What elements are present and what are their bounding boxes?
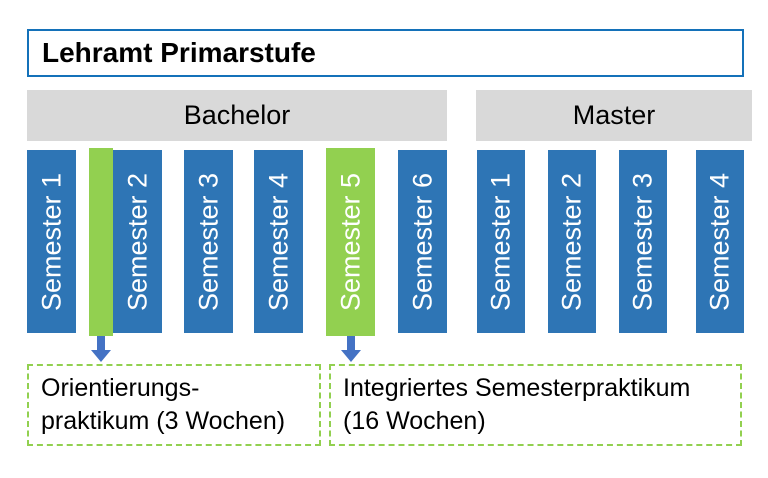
orientierungspraktikum-down-arrow-icon (91, 336, 111, 362)
master-semester-1-bar: Semester 1 (477, 150, 525, 333)
bachelor-semester-6-bar: Semester 6 (398, 150, 447, 333)
master-semester-4-bar: Semester 4 (696, 150, 744, 333)
master-semester-3-label: Semester 3 (627, 172, 658, 311)
master-semester-2-label: Semester 2 (556, 172, 587, 311)
master-semester-3-bar: Semester 3 (619, 150, 667, 333)
bachelor-semester-6-label: Semester 6 (407, 172, 437, 311)
arrow-head (91, 350, 111, 362)
arrow-head (341, 350, 361, 362)
arrow-shaft (97, 336, 105, 350)
arrow-shaft (347, 336, 355, 350)
orientierungspraktikum-highlight-strip (89, 148, 113, 336)
bachelor-semester-2-label: Semester 2 (122, 172, 152, 311)
semesterpraktikum-down-arrow-icon (341, 336, 361, 362)
semesterpraktikum-label-line-1: Integriertes Semesterpraktikum (343, 374, 691, 402)
bachelor-semester-5-label: Semester 5 (335, 172, 365, 312)
orientierungspraktikum-label-line-2: praktikum (3 Wochen) (41, 407, 286, 435)
master-semester-4-label: Semester 4 (704, 172, 735, 311)
orientierungspraktikum-box: Orientierungs- praktikum (3 Wochen) (27, 364, 321, 446)
bachelor-semester-5-bar-highlighted: Semester 5 (326, 148, 375, 336)
master-section-label: Master (572, 100, 656, 130)
semesterpraktikum-box: Integriertes Semesterpraktikum (16 Woche… (329, 364, 742, 446)
page-title: Lehramt Primarstufe (42, 37, 316, 68)
master-section-header: Master (476, 90, 752, 141)
bachelor-semester-3-label: Semester 3 (193, 172, 223, 311)
master-semester-2-bar: Semester 2 (548, 150, 596, 333)
bachelor-semester-2-bar: Semester 2 (113, 150, 162, 333)
orientierungspraktikum-label-line-1: Orientierungs- (41, 374, 200, 402)
bachelor-semester-4-label: Semester 4 (263, 172, 293, 311)
master-semester-1-label: Semester 1 (485, 172, 516, 311)
bachelor-semester-3-bar: Semester 3 (184, 150, 233, 333)
bachelor-section-label: Bachelor (183, 100, 291, 130)
bachelor-section-header: Bachelor (27, 90, 447, 141)
semesterpraktikum-label-line-2: (16 Wochen) (343, 407, 486, 435)
bachelor-semester-1-label: Semester 1 (36, 172, 66, 311)
bachelor-semester-1-bar: Semester 1 (27, 150, 76, 333)
title-box: Lehramt Primarstufe (27, 29, 744, 77)
bachelor-semester-4-bar: Semester 4 (254, 150, 303, 333)
